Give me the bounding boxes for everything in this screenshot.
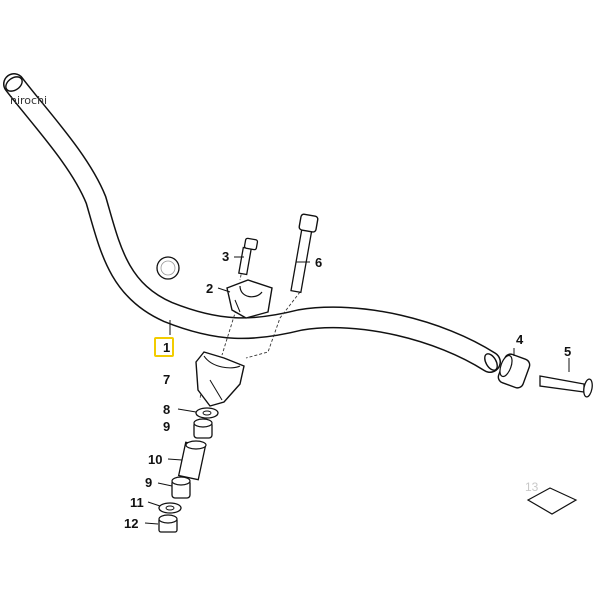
washer-lower [158,502,182,514]
part-label-12[interactable]: 12 [124,516,139,531]
bar-round-cap [156,256,180,280]
part-label-7[interactable]: 7 [163,372,171,387]
part-label-4[interactable]: 4 [516,332,524,347]
rubber-bushing-lower [171,476,191,499]
part-label-5[interactable]: 5 [564,344,572,359]
part-label-9-lower[interactable]: 9 [145,475,153,490]
spacer-sleeve [177,440,207,481]
reference-symbol [526,487,578,515]
washer-upper [195,407,219,419]
part-label-6[interactable]: 6 [315,255,323,270]
leader-lines [144,256,570,525]
part-label-8[interactable]: 8 [163,402,171,417]
part-label-1[interactable]: 1 [163,340,171,355]
long-bolt [290,213,319,294]
bar-end-screw [539,375,593,398]
rubber-bushing-upper [193,418,213,439]
handlebar-tube [3,73,501,373]
bar-end-weight [497,353,531,389]
upper-clamp [226,279,273,319]
part-label-2[interactable]: 2 [206,281,214,296]
short-bolt [238,237,259,276]
part-label-3[interactable]: 3 [222,249,230,264]
watermark-text: hirochi [10,94,48,107]
lower-clamp-riser [195,351,245,407]
part-label-11[interactable]: 11 [130,495,144,510]
highlight-box-part-1 [154,337,174,357]
part-label-10[interactable]: 10 [148,452,163,467]
part-label-13: 13 [525,480,539,494]
nut [158,514,178,533]
handlebar-end-left [5,76,23,92]
part-label-9-upper[interactable]: 9 [163,419,171,434]
handlebar-end-right [484,353,498,371]
